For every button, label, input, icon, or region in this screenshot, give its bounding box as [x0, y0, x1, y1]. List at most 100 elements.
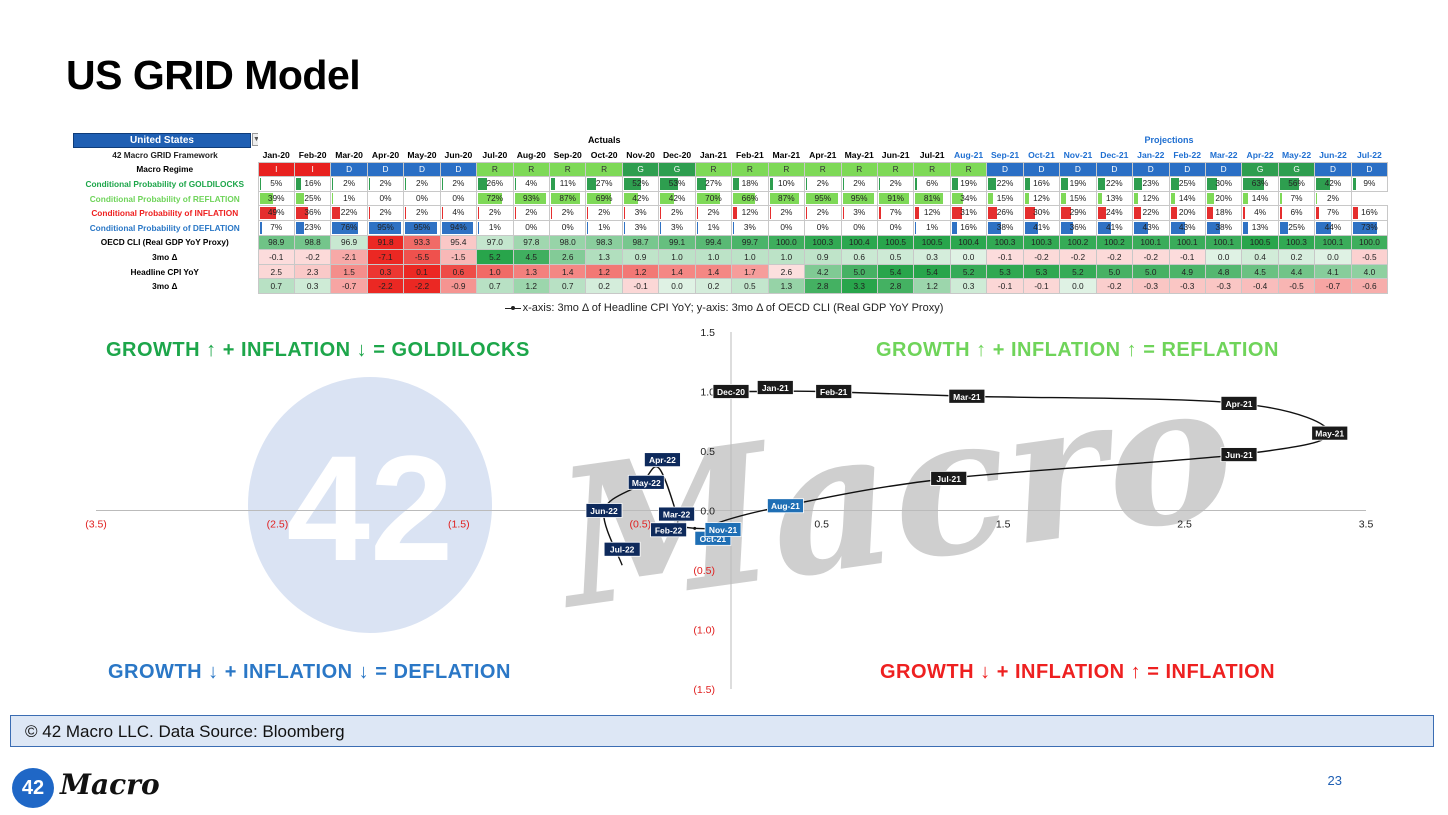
- watermark-number: 42: [287, 424, 454, 592]
- probability-bar-fill: [551, 207, 552, 219]
- grid-cell: -0.1: [986, 278, 1024, 294]
- probability-bar-fill: [769, 192, 799, 205]
- grid-cell: 0.7: [257, 278, 295, 294]
- probability-bar-fill: [769, 207, 771, 219]
- grid-cell: D: [1204, 161, 1243, 178]
- grid-cell: R: [876, 161, 915, 178]
- grid-cell: 5.4: [876, 263, 915, 280]
- x-tick-label: (0.5): [629, 519, 651, 531]
- probability-value: 26%: [996, 207, 1014, 218]
- grid-cell: R: [585, 161, 623, 178]
- data-point-box: [815, 384, 853, 399]
- probability-bar-fill: [259, 207, 276, 219]
- country-select[interactable]: United States: [73, 132, 251, 148]
- probability-value: 95%: [814, 192, 832, 203]
- probability-value: 18%: [741, 178, 759, 189]
- grid-cell: G: [1277, 161, 1316, 178]
- month-header: Jan-22: [1137, 149, 1165, 160]
- grid-cell: 4.5: [512, 249, 551, 265]
- probability-bar-fill: [332, 207, 340, 219]
- month-header: Dec-21: [1100, 149, 1129, 160]
- grid-cell: 99.7: [731, 234, 769, 251]
- grid-cell: 0.0: [658, 278, 696, 294]
- probability-bar-fill: [587, 207, 589, 219]
- probability-value: 19%: [1069, 178, 1087, 189]
- probability-bar-fill: [332, 221, 358, 234]
- data-point-label: Jul-22: [603, 541, 641, 557]
- probability-value: 5%: [270, 178, 283, 189]
- probability-bar-fill: [551, 178, 555, 190]
- probability-value: 2%: [415, 178, 428, 189]
- data-point-text: Feb-21: [820, 387, 848, 397]
- month-header: Mar-22: [1209, 149, 1238, 160]
- grid-cell: 98.7: [621, 234, 660, 251]
- probability-value: 0%: [780, 221, 793, 232]
- probability-value: 25%: [304, 192, 321, 203]
- grid-cell: 1.0: [694, 249, 733, 265]
- probability-bar-fill: [1061, 221, 1074, 234]
- grid-cell: 1.0: [731, 249, 769, 265]
- probability-bar-fill: [441, 207, 444, 219]
- probability-value: 0%: [452, 192, 465, 203]
- probability-bar-fill: [478, 178, 487, 190]
- probability-bar-fill: [295, 221, 304, 234]
- month-header: May-20: [407, 149, 437, 160]
- grid-row-label: 3mo Δ: [152, 251, 178, 262]
- probability-bar-fill: [1170, 221, 1185, 234]
- grid-cell: -0.3: [1168, 278, 1206, 294]
- probability-bar-fill: [733, 178, 740, 190]
- grid-cell: -1.5: [439, 249, 478, 265]
- y-tick-label: (1.5): [693, 684, 715, 696]
- probability-value: 26%: [486, 178, 504, 189]
- grid-cell: 1.4: [548, 263, 587, 280]
- probability-value: 9%: [1363, 178, 1376, 189]
- probability-value: 27%: [595, 178, 613, 189]
- page-number: 23: [1327, 773, 1342, 788]
- probability-value: 41%: [1106, 221, 1123, 232]
- chevron-down-icon[interactable]: ▼: [252, 132, 258, 146]
- probability-value: 16%: [304, 178, 321, 189]
- probability-value: 49%: [267, 207, 285, 218]
- probability-bar-fill: [1024, 221, 1039, 234]
- grid-cell: 2.8: [804, 278, 842, 294]
- data-point-label: May-22: [627, 474, 665, 490]
- probability-value: 2%: [853, 178, 866, 189]
- grid-cell: 0.9: [621, 249, 660, 265]
- data-point-text: Jun-21: [1225, 450, 1253, 460]
- probability-value: 42%: [1324, 178, 1342, 189]
- grid-cell: R: [840, 161, 878, 178]
- probability-value: 12%: [923, 207, 941, 218]
- data-point-label: May-21: [1311, 425, 1349, 441]
- probability-bar-fill: [1170, 192, 1176, 205]
- probability-value: 56%: [1288, 178, 1305, 189]
- probability-bar-fill: [660, 178, 679, 190]
- probability-value: 38%: [996, 221, 1014, 232]
- probability-bar-fill: [1279, 207, 1282, 219]
- grid-cell: R: [731, 161, 769, 178]
- probability-bar-fill: [1206, 221, 1220, 234]
- grid-cell: 1.2: [621, 263, 660, 280]
- data-point-text: Jul-21: [936, 474, 961, 484]
- data-point-label: Jun-21: [1220, 447, 1258, 462]
- month-header: Jul-22: [1357, 149, 1382, 160]
- probability-value: 20%: [1215, 192, 1232, 203]
- probability-value: 73%: [1361, 221, 1378, 232]
- data-point-label: Jul-21: [930, 470, 968, 486]
- probability-value: 2%: [707, 207, 720, 218]
- probability-value: 1%: [343, 192, 356, 203]
- quadrant-inflation-label: GROWTH ↓ + INFLATION ↑ = INFLATION: [880, 661, 1276, 683]
- data-point-text: Oct-21: [700, 534, 727, 544]
- grid-cell: 0.6: [439, 263, 478, 280]
- data-point-box: [603, 541, 641, 557]
- grid-cell: 98.3: [585, 234, 623, 251]
- data-point-text: Jun-22: [590, 506, 618, 516]
- grid-cell: R: [512, 161, 551, 178]
- probability-bar-fill: [1097, 178, 1105, 190]
- month-header: Feb-21: [736, 149, 764, 160]
- probability-bar-fill: [259, 178, 262, 190]
- probability-bar-fill: [915, 192, 943, 205]
- grid-cell: 100.5: [876, 234, 915, 251]
- grid-cell: 4.2: [804, 263, 842, 280]
- month-header: Sep-21: [990, 149, 1020, 160]
